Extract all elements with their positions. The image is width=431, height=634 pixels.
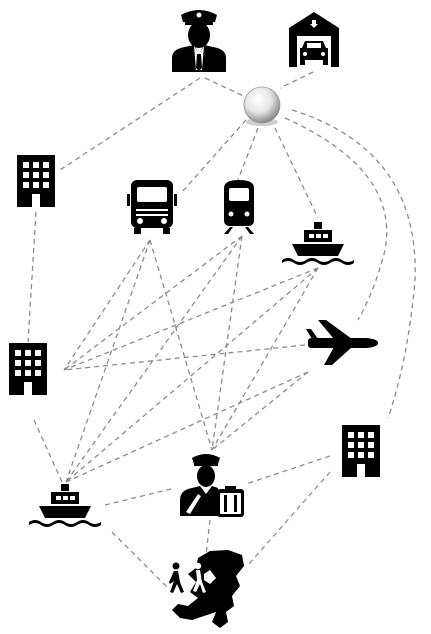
customs-officer-luggage-icon bbox=[180, 454, 244, 517]
ship-icon bbox=[282, 222, 354, 265]
edge-hub-train bbox=[237, 127, 259, 181]
edge-hub-building-right bbox=[291, 109, 416, 419]
edge-officer-building-top-left bbox=[59, 77, 201, 171]
edges bbox=[27, 71, 416, 589]
edge-building-right-netherlands bbox=[247, 471, 331, 566]
edge-ship-top-building-mid-left bbox=[63, 267, 319, 371]
edge-train-customs-officer bbox=[211, 235, 243, 451]
edge-truck-building-mid-left bbox=[63, 239, 151, 371]
sphere-hub-icon bbox=[243, 86, 281, 126]
edge-airplane-customs-officer bbox=[211, 371, 309, 451]
netherlands-map-walker-icon bbox=[169, 550, 244, 628]
edge-truck-customs-officer bbox=[149, 239, 213, 451]
train-icon bbox=[224, 180, 254, 234]
edge-garage-hub bbox=[279, 71, 314, 89]
edge-ship-top-ship-bottom bbox=[65, 267, 319, 483]
edge-building-top-left-building-mid-left bbox=[27, 211, 37, 343]
edge-truck-ship-bottom bbox=[65, 239, 151, 483]
warehouse-garage-icon bbox=[289, 12, 339, 67]
police-officer-icon bbox=[172, 10, 226, 72]
edge-building-mid-left-ship-bottom bbox=[33, 419, 63, 483]
edge-customs-officer-netherlands bbox=[205, 519, 211, 556]
edge-hub-truck bbox=[181, 119, 247, 193]
edge-ship-bottom-netherlands bbox=[111, 531, 169, 589]
airplane-icon bbox=[306, 320, 378, 365]
ship-icon bbox=[29, 484, 101, 527]
office-building-icon bbox=[17, 155, 55, 207]
edge-hub-ship-top bbox=[274, 127, 319, 219]
truck-icon bbox=[127, 180, 177, 234]
edge-airplane-building-mid-left bbox=[63, 344, 306, 371]
office-building-icon bbox=[342, 425, 380, 477]
edge-hub-airplane bbox=[284, 117, 388, 321]
edge-ship-bottom-customs-officer bbox=[104, 487, 176, 506]
edge-airplane-ship-bottom bbox=[65, 371, 309, 483]
edge-building-right-customs-officer bbox=[245, 455, 331, 485]
office-building-icon bbox=[9, 343, 47, 395]
edge-train-ship-bottom bbox=[65, 235, 243, 483]
edge-train-building-mid-left bbox=[63, 235, 243, 371]
edge-officer-hub bbox=[204, 77, 253, 101]
edge-ship-top-customs-officer bbox=[211, 267, 319, 451]
